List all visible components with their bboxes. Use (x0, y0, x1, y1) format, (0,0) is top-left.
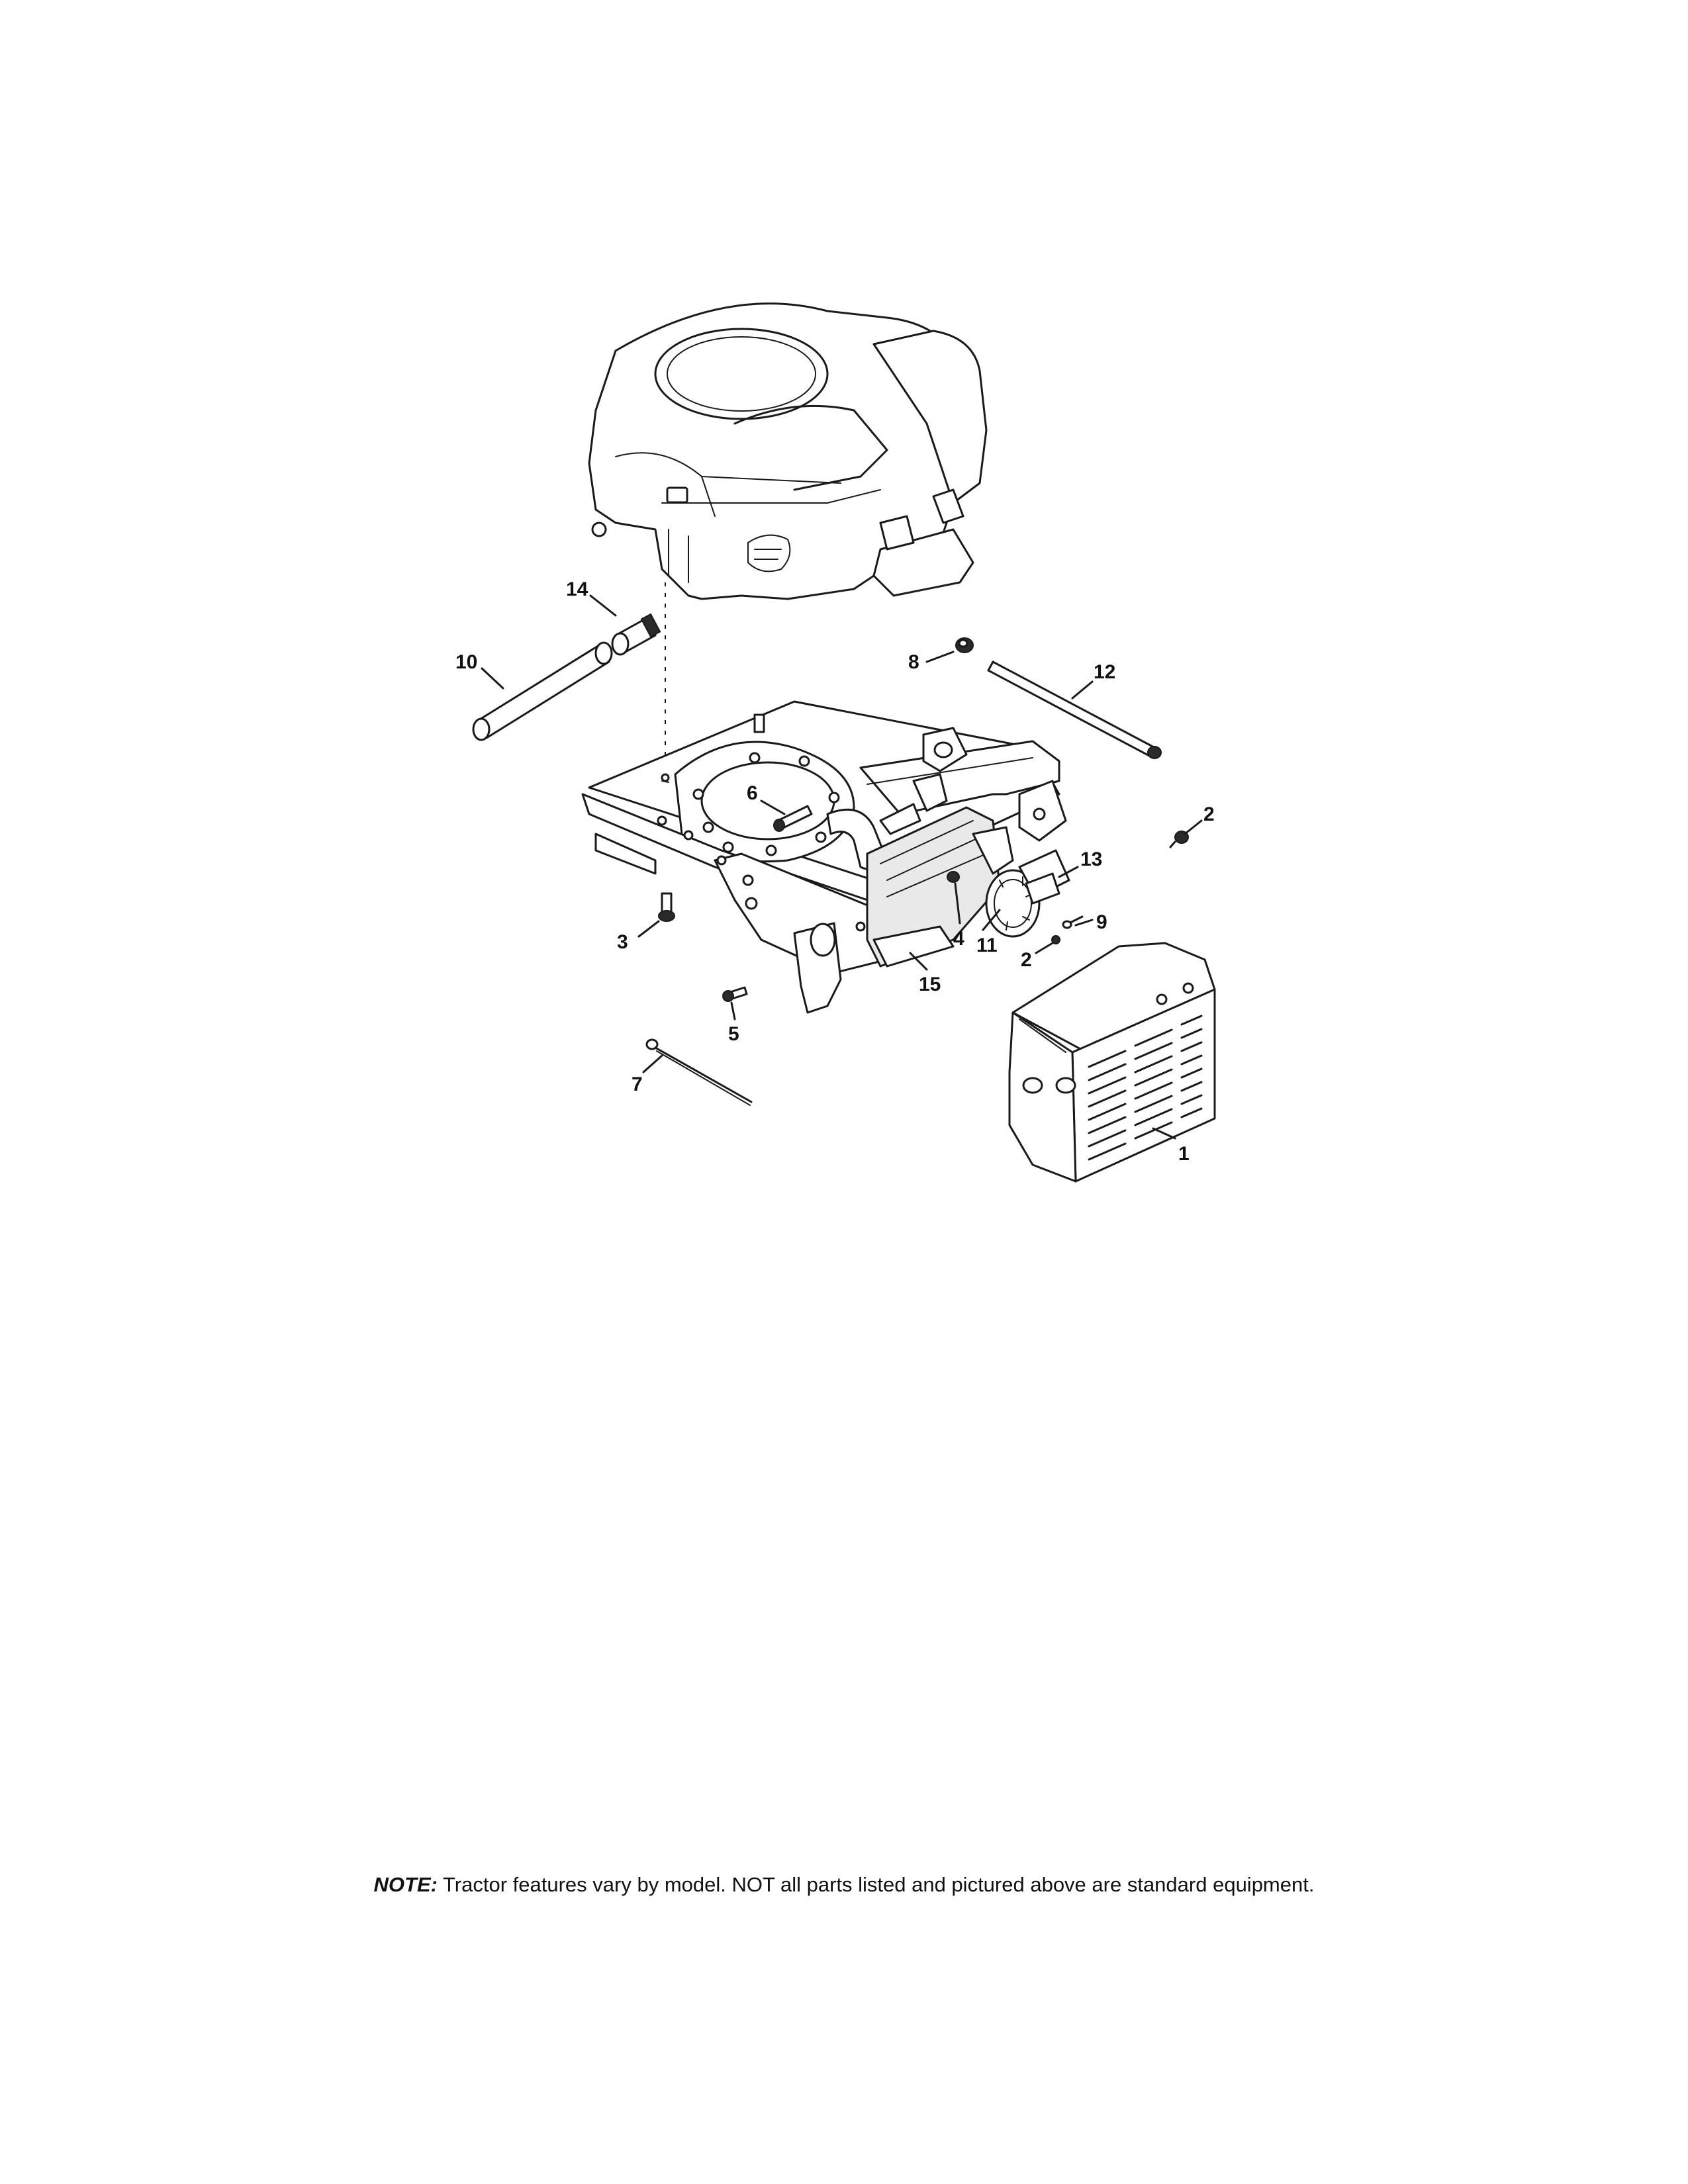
callout-13: 13 (1080, 848, 1102, 870)
callout-labels: 14 10 8 12 6 2 13 9 3 4 11 2 15 5 7 1 (455, 578, 1215, 1165)
footnote: NOTE: Tractor features vary by model. NO… (0, 1873, 1688, 1897)
guard-louvers (1088, 1015, 1203, 1161)
plate-holes (692, 752, 840, 856)
callout-11: 11 (976, 934, 998, 956)
part-5-bolt (722, 986, 748, 1002)
callout-9: 9 (1096, 911, 1107, 933)
callout-2-upper: 2 (1203, 803, 1215, 825)
engine: OHV (588, 302, 988, 774)
callout-8: 8 (908, 651, 919, 673)
part-9-pin (1062, 915, 1084, 929)
part-14-fitting (611, 613, 661, 656)
leader-lines (481, 594, 1203, 1140)
callout-12: 12 (1094, 661, 1115, 683)
part-15-heat-shield (866, 806, 1014, 968)
callout-4: 4 (953, 928, 964, 950)
part-2-screw-lower (1051, 935, 1060, 944)
callout-6: 6 (747, 782, 758, 804)
part-7-cable-tie (645, 1038, 753, 1106)
part-1-muffler-guard (1008, 942, 1216, 1183)
note-prefix: NOTE: (373, 1873, 438, 1896)
callout-2-lower: 2 (1021, 949, 1032, 971)
part-13-muffler-outlet (1018, 849, 1070, 905)
callout-10: 10 (455, 651, 477, 673)
callout-1: 1 (1178, 1143, 1190, 1165)
part-4-bolt (947, 871, 960, 883)
part-12-rod (987, 660, 1162, 759)
callout-3: 3 (617, 931, 628, 953)
part-8-nut (955, 637, 974, 653)
part-10-tube (472, 641, 613, 741)
part-6-bolt (773, 805, 813, 832)
callout-15: 15 (919, 974, 941, 995)
callout-14: 14 (566, 578, 588, 600)
callout-7: 7 (632, 1073, 643, 1095)
note-text: Tractor features vary by model. NOT all … (437, 1873, 1315, 1896)
callout-5: 5 (728, 1023, 739, 1045)
part-3-bolt (658, 892, 675, 922)
